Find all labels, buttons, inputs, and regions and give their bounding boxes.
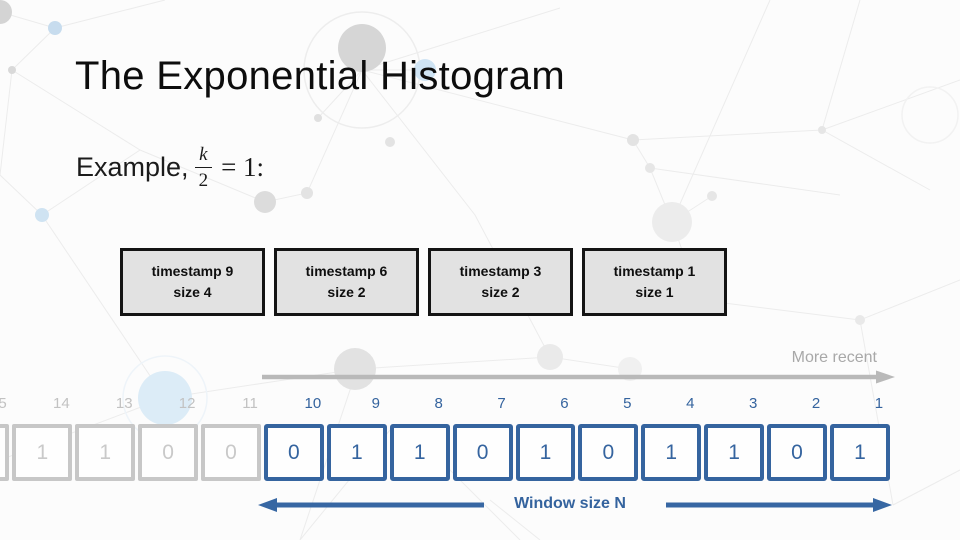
fraction-numerator: k bbox=[199, 144, 208, 165]
timestamp-label: 11 bbox=[242, 395, 258, 412]
timestamp-label: 3 bbox=[748, 395, 758, 412]
timestamp-label: 14 bbox=[52, 395, 70, 412]
timestamp-label-row: 15 14 13 12 11 10 9 8 7 6 5 4 3 2 1 bbox=[0, 395, 910, 413]
bit-cell: 0 bbox=[201, 424, 261, 481]
bucket-box: timestamp 6 size 2 bbox=[274, 248, 419, 316]
bit-cell: 1 bbox=[515, 424, 576, 481]
bit-cell bbox=[0, 424, 10, 481]
formula-rhs: = 1: bbox=[221, 152, 265, 182]
formula-prefix: Example, bbox=[76, 152, 189, 182]
bit-cell: 1 bbox=[326, 424, 387, 481]
page-title: The Exponential Histogram bbox=[75, 54, 565, 98]
timestamp-label: 10 bbox=[304, 395, 322, 412]
bucket-size: size 2 bbox=[327, 284, 366, 300]
bucket-box: timestamp 1 size 1 bbox=[582, 248, 727, 316]
bit-cell: 1 bbox=[75, 424, 136, 481]
timestamp-label: 9 bbox=[371, 395, 380, 412]
timestamp-label: 7 bbox=[497, 395, 506, 412]
window-size-left-arrow bbox=[258, 498, 484, 512]
bit-cell: 0 bbox=[452, 424, 513, 481]
bit-cell: 1 bbox=[641, 424, 702, 481]
timestamp-label: 2 bbox=[811, 395, 821, 412]
bit-cell: 1 bbox=[704, 424, 765, 481]
timestamp-label: 8 bbox=[434, 395, 443, 412]
bit-cell: 1 bbox=[389, 424, 450, 481]
bucket-timestamp: timestamp 1 bbox=[613, 263, 696, 279]
window-size-right-arrow bbox=[666, 498, 892, 512]
timestamp-label: 13 bbox=[115, 395, 133, 412]
timestamp-label: 4 bbox=[686, 395, 695, 412]
bucket-size: size 1 bbox=[635, 284, 674, 300]
mesh-nodes bbox=[0, 0, 865, 441]
timestamp-label: 1 bbox=[874, 395, 884, 412]
window-size-label: Window size N bbox=[514, 495, 626, 512]
bucket-timestamp: timestamp 3 bbox=[459, 263, 542, 279]
bit-cell-row: 1 1 0 0 0 1 1 0 1 0 1 1 0 1 bbox=[0, 424, 891, 481]
timestamp-label: 6 bbox=[560, 395, 569, 412]
fraction: k 2 bbox=[194, 144, 213, 190]
bucket-timestamp: timestamp 9 bbox=[151, 263, 234, 279]
bit-cell: 0 bbox=[578, 424, 639, 481]
bit-cell: 0 bbox=[767, 424, 827, 481]
bucket-box: timestamp 9 size 4 bbox=[120, 248, 265, 316]
timestamp-label: 12 bbox=[178, 395, 196, 412]
bucket-size: size 2 bbox=[481, 284, 520, 300]
example-formula: Example, k 2 = 1: bbox=[76, 145, 264, 190]
timestamp-label: 5 bbox=[623, 395, 632, 412]
fraction-denominator: 2 bbox=[194, 167, 213, 190]
bit-cell: 0 bbox=[263, 424, 324, 481]
bit-cell: 0 bbox=[138, 424, 199, 481]
bucket-size: size 4 bbox=[173, 284, 212, 300]
more-recent-arrow bbox=[262, 370, 895, 384]
bucket-row: timestamp 9 size 4 timestamp 6 size 2 ti… bbox=[120, 248, 727, 316]
bucket-timestamp: timestamp 6 bbox=[305, 263, 388, 279]
more-recent-label: More recent bbox=[791, 349, 877, 366]
timestamp-label: 15 bbox=[0, 395, 7, 412]
bit-cell: 1 bbox=[12, 424, 73, 481]
bucket-box: timestamp 3 size 2 bbox=[428, 248, 573, 316]
bit-cell: 1 bbox=[829, 424, 890, 481]
